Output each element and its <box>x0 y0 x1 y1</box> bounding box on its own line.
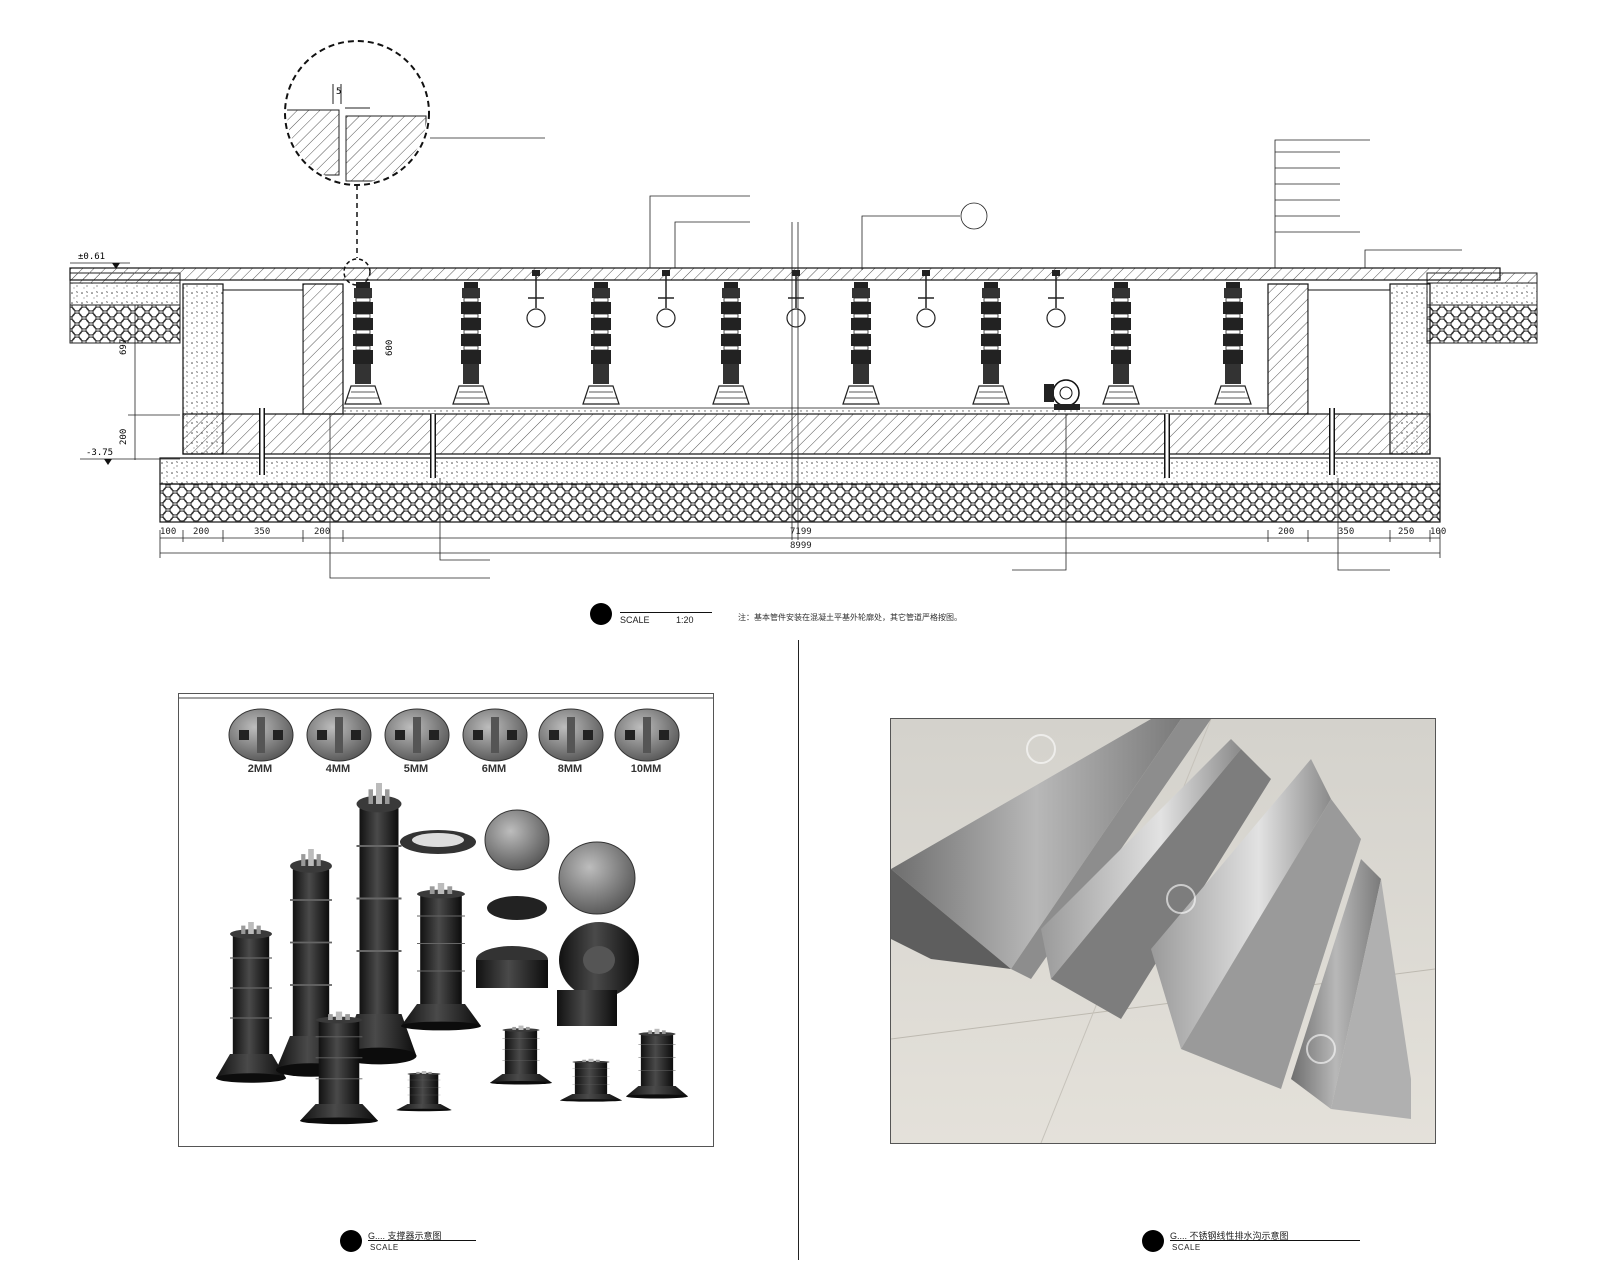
pool-section-drawing: 5 <box>69 40 1538 579</box>
pad-label-6mm: 6MM <box>481 763 507 775</box>
bottom-dim-8: 100 <box>1430 527 1447 537</box>
leader-lines <box>329 139 1462 579</box>
level-marker-top <box>70 262 130 269</box>
bottom-dim-2: 350 <box>254 527 271 537</box>
right-caption-badge <box>1142 1230 1164 1252</box>
pad-label-8mm: 8MM <box>557 763 583 775</box>
main-caption-scale: SCALE 1:20 <box>620 615 694 625</box>
ground-right <box>1426 272 1538 344</box>
level-marker-bottom <box>80 458 180 465</box>
main-caption-badge <box>590 603 612 625</box>
bottom-dim-1: 200 <box>193 527 210 537</box>
panel-divider <box>798 640 799 1260</box>
detail-dim-text: 5 <box>336 87 341 97</box>
right-caption-title: G.... 不锈钢线性排水沟示意图 <box>1170 1231 1289 1241</box>
level-bottom-text: -3.75 <box>86 448 113 458</box>
main-caption-rule <box>620 612 712 613</box>
ground-left <box>69 272 181 344</box>
pad-label-5mm: 5MM <box>403 763 429 775</box>
drain-channel-svg <box>891 719 1435 1143</box>
depth-dim: 600 <box>385 340 395 356</box>
left-caption-scale: SCALE <box>370 1243 399 1252</box>
pad-label-4mm: 4MM <box>325 763 351 775</box>
pump <box>1044 379 1080 410</box>
bottom-dim-5: 200 <box>1278 527 1295 537</box>
pad-label-10mm: 10MM <box>630 763 662 775</box>
pad-label-2mm: 2MM <box>247 763 273 775</box>
right-caption-scale: SCALE <box>1172 1243 1201 1252</box>
bottom-dim-3: 200 <box>314 527 331 537</box>
main-note: 注：基本管件安装在混凝土平基外轮廓处，其它管道严格按图。 <box>738 613 962 622</box>
total-dim: 8999 <box>790 541 812 551</box>
left-caption-title: G.... 支撑器示意图 <box>368 1231 442 1241</box>
level-top-text: ±0.61 <box>78 252 105 262</box>
bottom-dim-0: 100 <box>160 527 177 537</box>
bottom-dim-4: 7199 <box>790 527 812 537</box>
left-dimension <box>128 304 180 460</box>
left-dim-a: 697 <box>119 339 129 355</box>
main-scale-value: 1:20 <box>676 615 694 625</box>
left-caption-rule <box>368 1240 476 1241</box>
pedestal-catalog-image <box>178 693 714 1147</box>
left-dim-b: 200 <box>119 429 129 445</box>
bottom-dimension <box>159 530 1441 558</box>
deck-surface <box>69 267 1501 281</box>
main-scale-label: SCALE <box>620 615 650 625</box>
pedestal-catalog-svg <box>179 697 713 1125</box>
right-caption-rule <box>1170 1240 1360 1241</box>
drain-channel-photo <box>890 718 1436 1144</box>
detail-bubble <box>284 40 545 286</box>
left-caption-badge <box>340 1230 362 1252</box>
bottom-dim-6: 350 <box>1338 527 1355 537</box>
bottom-dim-7: 250 <box>1398 527 1415 537</box>
pool-structure <box>159 283 1441 523</box>
